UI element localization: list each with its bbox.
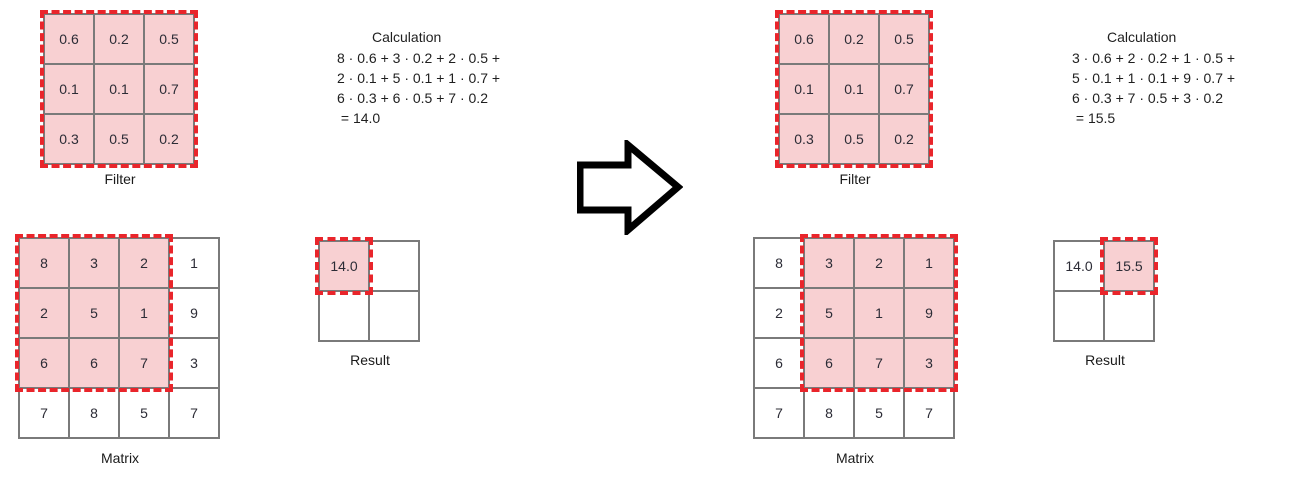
filter-cell: 0.5 [144,14,194,64]
filter-cell: 0.3 [44,114,94,164]
filter-label: Filter [839,171,871,187]
result-cell [369,291,419,341]
filter-cell: 0.7 [879,64,929,114]
matrix-cell: 1 [904,238,954,288]
calculation-line: 2 · 0.1 + 5 · 0.1 + 1 · 0.7 + [337,70,501,86]
calculation-result: = 15.5 [1072,110,1116,126]
matrix-cell: 9 [904,288,954,338]
result-cell: 14.0 [319,241,369,291]
calculation-block: Calculation 3 · 0.6 + 2 · 0.2 + 1 · 0.5 … [1072,26,1235,128]
calculation-block: Calculation 8 · 0.6 + 3 · 0.2 + 2 · 0.5 … [337,26,500,128]
matrix-cell: 2 [119,238,169,288]
filter-cell: 0.7 [144,64,194,114]
result-cell: 15.5 [1104,241,1154,291]
filter-cell: 0.2 [94,14,144,64]
result-cell [369,241,419,291]
matrix-cell: 8 [19,238,69,288]
matrix-cell: 5 [69,288,119,338]
result-cell: 14.0 [1054,241,1104,291]
matrix-cell: 1 [169,238,219,288]
filter-cell: 0.1 [94,64,144,114]
matrix-cell: 7 [19,388,69,438]
matrix-cell: 8 [754,238,804,288]
matrix-cell: 7 [754,388,804,438]
filter-cell: 0.5 [879,14,929,64]
filter-cell: 0.1 [44,64,94,114]
matrix-cell: 2 [854,238,904,288]
filter-cell: 0.2 [829,14,879,64]
matrix-cell: 5 [854,388,904,438]
calculation-title: Calculation [372,29,442,45]
matrix-cell: 8 [804,388,854,438]
matrix-cell: 7 [169,388,219,438]
matrix-cell: 6 [19,338,69,388]
calculation-line: 5 · 0.1 + 1 · 0.1 + 9 · 0.7 + [1072,70,1236,86]
matrix-label: Matrix [835,450,875,466]
calculation-title: Calculation [1107,29,1177,45]
result-cell [1054,291,1104,341]
result-label: Result [350,352,390,368]
matrix-cell: 7 [854,338,904,388]
matrix-cell: 3 [69,238,119,288]
filter-cell: 0.6 [44,14,94,64]
filter-cell: 0.5 [94,114,144,164]
filter-cell: 0.1 [829,64,879,114]
matrix-cell: 6 [754,338,804,388]
filter-cell: 0.3 [779,114,829,164]
filter-cell: 0.6 [779,14,829,64]
filter-cell: 0.1 [779,64,829,114]
matrix-cell: 6 [804,338,854,388]
result-label: Result [1085,352,1125,368]
right-arrow-icon [577,140,683,235]
filter-label: Filter [104,171,136,187]
matrix-cell: 1 [119,288,169,338]
matrix-cell: 3 [804,238,854,288]
matrix-cell: 7 [904,388,954,438]
calculation-line: 8 · 0.6 + 3 · 0.2 + 2 · 0.5 + [337,50,501,66]
result-cell [319,291,369,341]
filter-cell: 0.2 [144,114,194,164]
matrix-cell: 8 [69,388,119,438]
calculation-line: 6 · 0.3 + 6 · 0.5 + 7 · 0.2 [337,90,488,106]
matrix-cell: 6 [69,338,119,388]
result-grid: 14.0 [315,237,420,342]
calculation-result: = 14.0 [337,110,381,126]
filter-cell: 0.5 [829,114,879,164]
matrix-cell: 2 [754,288,804,338]
matrix-cell: 1 [854,288,904,338]
matrix-label: Matrix [100,450,140,466]
matrix-cell: 9 [169,288,219,338]
matrix-cell: 5 [804,288,854,338]
filter-cell: 0.2 [879,114,929,164]
matrix-cell: 7 [119,338,169,388]
matrix-cell: 3 [169,338,219,388]
matrix-cell: 3 [904,338,954,388]
calculation-line: 3 · 0.6 + 2 · 0.2 + 1 · 0.5 + [1072,50,1236,66]
matrix-cell: 5 [119,388,169,438]
matrix-cell: 2 [19,288,69,338]
result-cell [1104,291,1154,341]
calculation-line: 6 · 0.3 + 7 · 0.5 + 3 · 0.2 [1072,90,1223,106]
